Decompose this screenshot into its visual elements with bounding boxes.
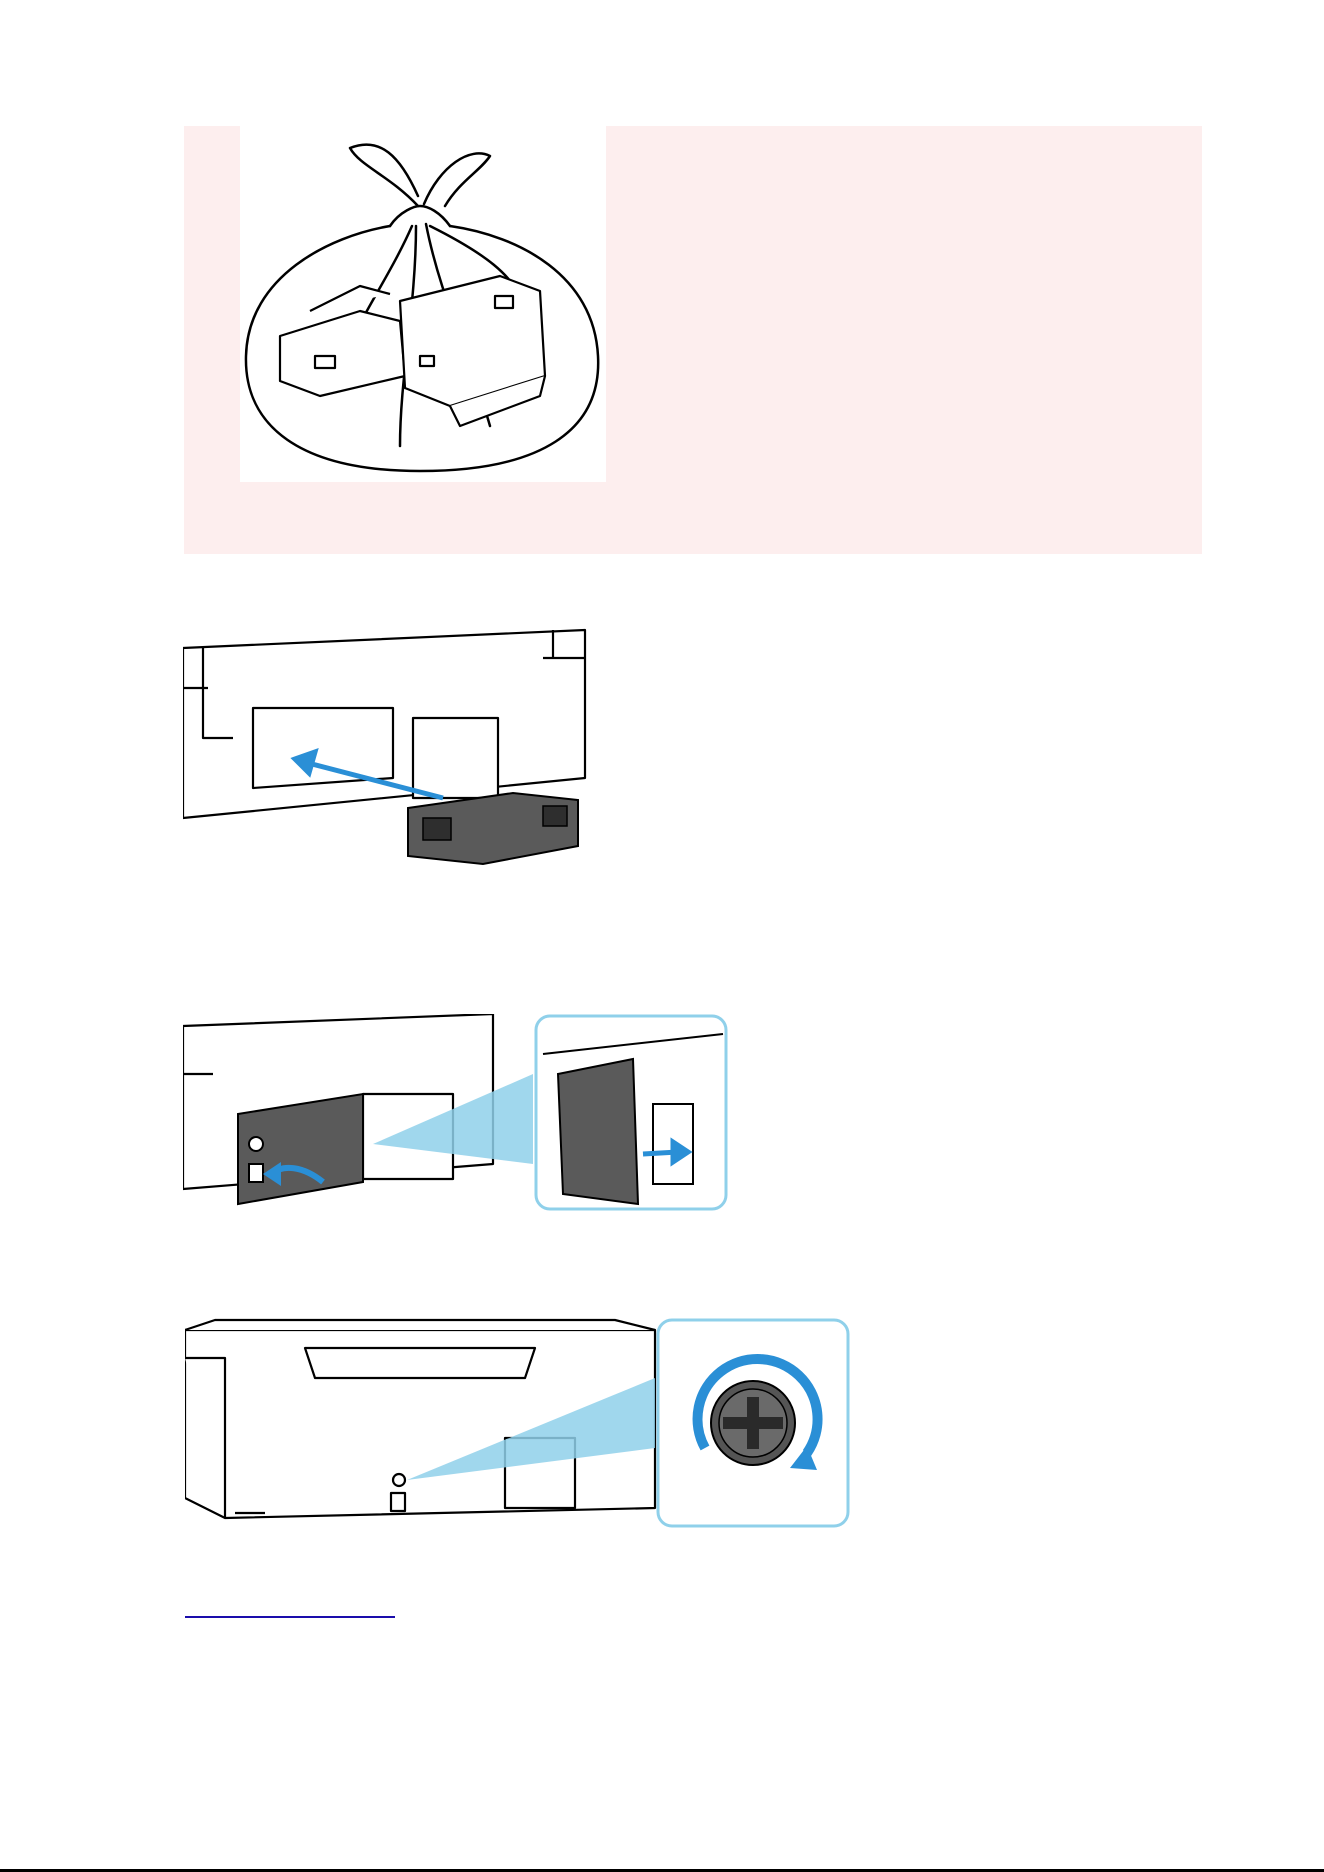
insert-cartridge-illustration [183,628,591,868]
tighten-screw-illustration [185,1318,851,1528]
attach-cover-figure [183,1014,733,1214]
bag-illustration-frame [240,126,606,482]
page-bottom-edge [0,1866,1324,1872]
insert-cartridge-figure [183,628,591,868]
hyperlink[interactable] [185,1614,395,1618]
maintenance-cartridge-bag-illustration [240,126,606,482]
tighten-screw-figure [185,1318,851,1528]
attach-cover-illustration [183,1014,733,1214]
